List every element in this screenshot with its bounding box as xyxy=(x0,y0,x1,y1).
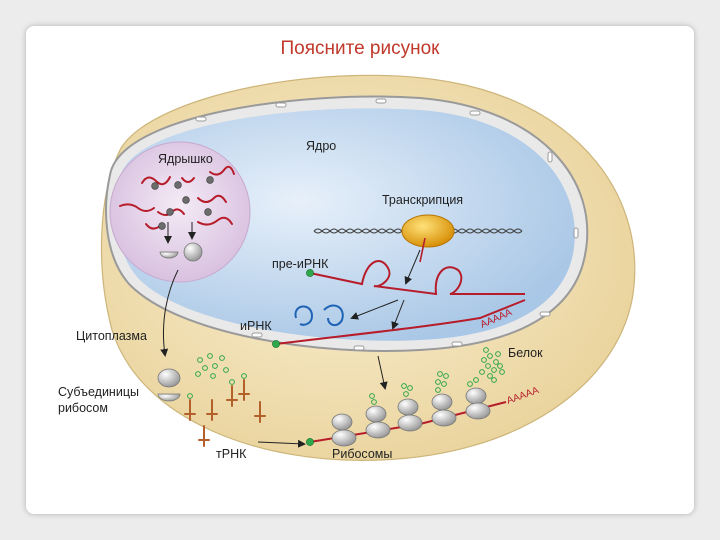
mrna-cap xyxy=(272,340,279,347)
label-cytoplasm: Цитоплазма xyxy=(76,329,147,343)
rna-polymerase xyxy=(402,215,454,247)
label-nucleus: Ядро xyxy=(306,139,336,153)
label-trna: тРНК xyxy=(216,447,247,461)
cytoplasm-mrna-cap xyxy=(306,438,313,445)
label-protein: Белок xyxy=(508,346,543,360)
label-ribosomes: Рибосомы xyxy=(332,447,392,461)
label-subunits-line2: рибосом xyxy=(58,401,108,415)
label-nucleolus: Ядрышко xyxy=(158,152,213,166)
label-subunits-line1: Субъединицы xyxy=(58,385,139,399)
label-pre-mrna: пре-иРНК xyxy=(272,257,329,271)
label-transcription: Транскрипция xyxy=(382,193,463,207)
label-mrna: иРНК xyxy=(240,319,272,333)
